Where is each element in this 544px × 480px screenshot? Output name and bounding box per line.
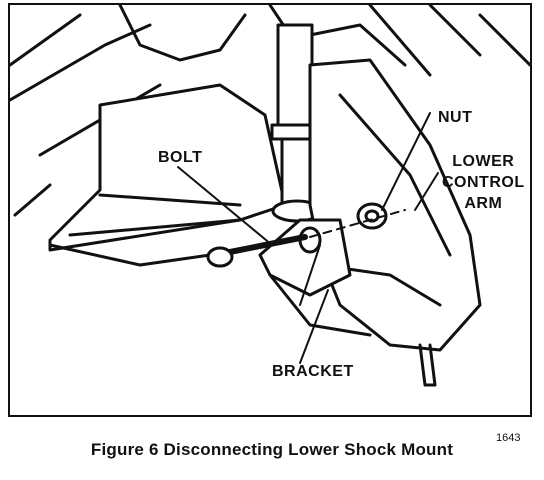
lower-control-arm-label: LOWER CONTROL ARM: [442, 151, 525, 214]
nut-label: NUT: [438, 109, 473, 126]
bolt-label: BOLT: [158, 149, 203, 166]
shock-mount-illustration: [10, 5, 530, 387]
figure-code: 1643: [496, 432, 521, 444]
lower-control-arm-label-line-2: CONTROL: [442, 174, 525, 191]
lower-control-arm-label-line-3: ARM: [464, 195, 503, 212]
bracket-label: BRACKET: [272, 363, 354, 380]
figure-frame: BOLT NUT LOWER CONTROL ARM BRACKET: [8, 3, 532, 417]
figure-caption: Figure 6 Disconnecting Lower Shock Mount: [90, 440, 454, 459]
lower-control-arm-label-line-1: LOWER: [452, 153, 515, 170]
